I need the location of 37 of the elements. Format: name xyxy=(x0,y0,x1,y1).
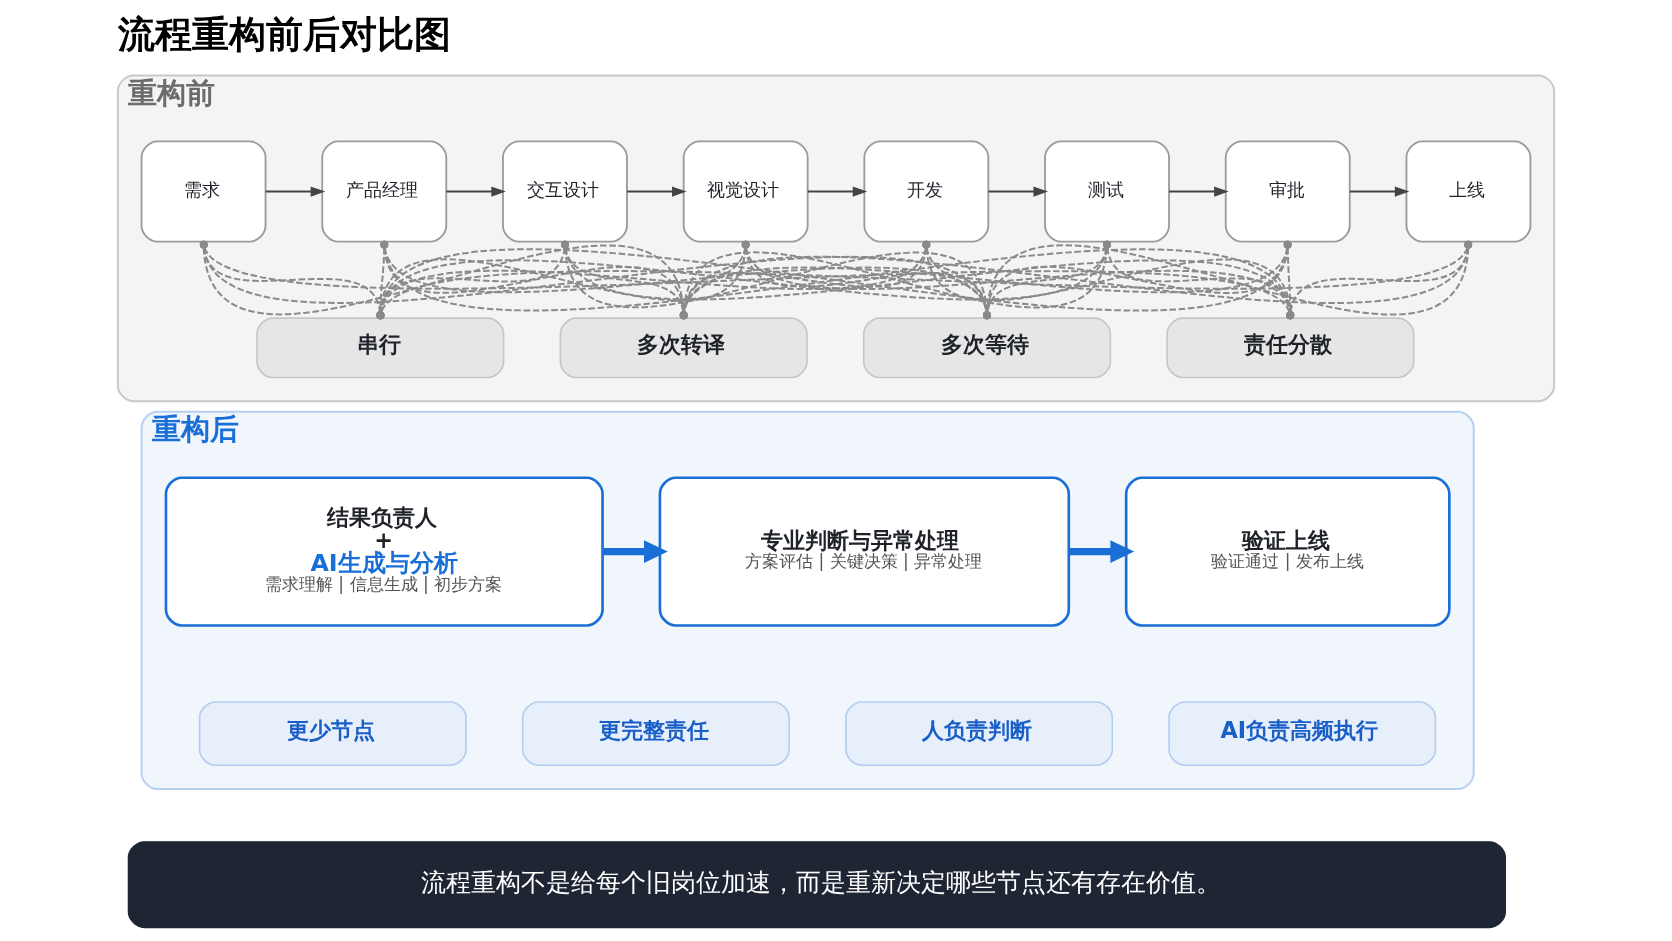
node-box: 更完整责任 xyxy=(521,701,790,767)
connector xyxy=(199,240,688,320)
arrow xyxy=(987,186,1048,197)
node-box: 多次转译 xyxy=(559,317,808,379)
node-box: 审批 xyxy=(1224,140,1351,243)
node-box: 产品经理 xyxy=(321,140,448,243)
arrow xyxy=(1069,540,1135,564)
connector xyxy=(983,240,1111,320)
node-box: 视觉设计 xyxy=(682,140,809,243)
arrow xyxy=(1168,186,1229,197)
node-box: 上线 xyxy=(1405,140,1532,243)
connector xyxy=(379,240,750,314)
arrow xyxy=(1348,186,1410,197)
arrow xyxy=(264,186,326,197)
node-box: 人负责判断 xyxy=(845,701,1114,767)
node-box: 专业判断与异常处理 方案评估 | 关键决策 | 异常处理 xyxy=(658,476,1071,627)
node-box: 需求 xyxy=(140,140,267,243)
node-box: 验证上线 验证通过 | 发布上线 xyxy=(1124,476,1451,627)
connector xyxy=(199,240,385,320)
node-box: 串行 xyxy=(256,317,505,379)
connector xyxy=(376,240,569,320)
arrow xyxy=(445,186,506,197)
connector xyxy=(380,240,688,320)
node-box: 责任分散 xyxy=(1166,317,1415,379)
arrow xyxy=(602,540,668,564)
node-box: 交互设计 xyxy=(502,140,628,243)
diagram-title: 流程重构前后对比图 xyxy=(117,12,451,56)
node-box: 结果负责人 + AI生成与分析 需求理解 | 信息生成 | 初步方案 xyxy=(164,476,604,627)
connector xyxy=(561,240,688,320)
node-box: 开发 xyxy=(863,140,990,243)
node-box: AI负责高频执行 xyxy=(1168,701,1437,767)
arrow xyxy=(626,186,687,197)
node-box: 更少节点 xyxy=(198,701,467,767)
node-box: 多次等待 xyxy=(862,317,1112,379)
arrow xyxy=(806,186,868,197)
node-box: 测试 xyxy=(1044,140,1170,243)
node-box: 流程重构不是给每个旧岗位加速，而是重新决定哪些节点还有存在价值。 xyxy=(127,841,1507,929)
